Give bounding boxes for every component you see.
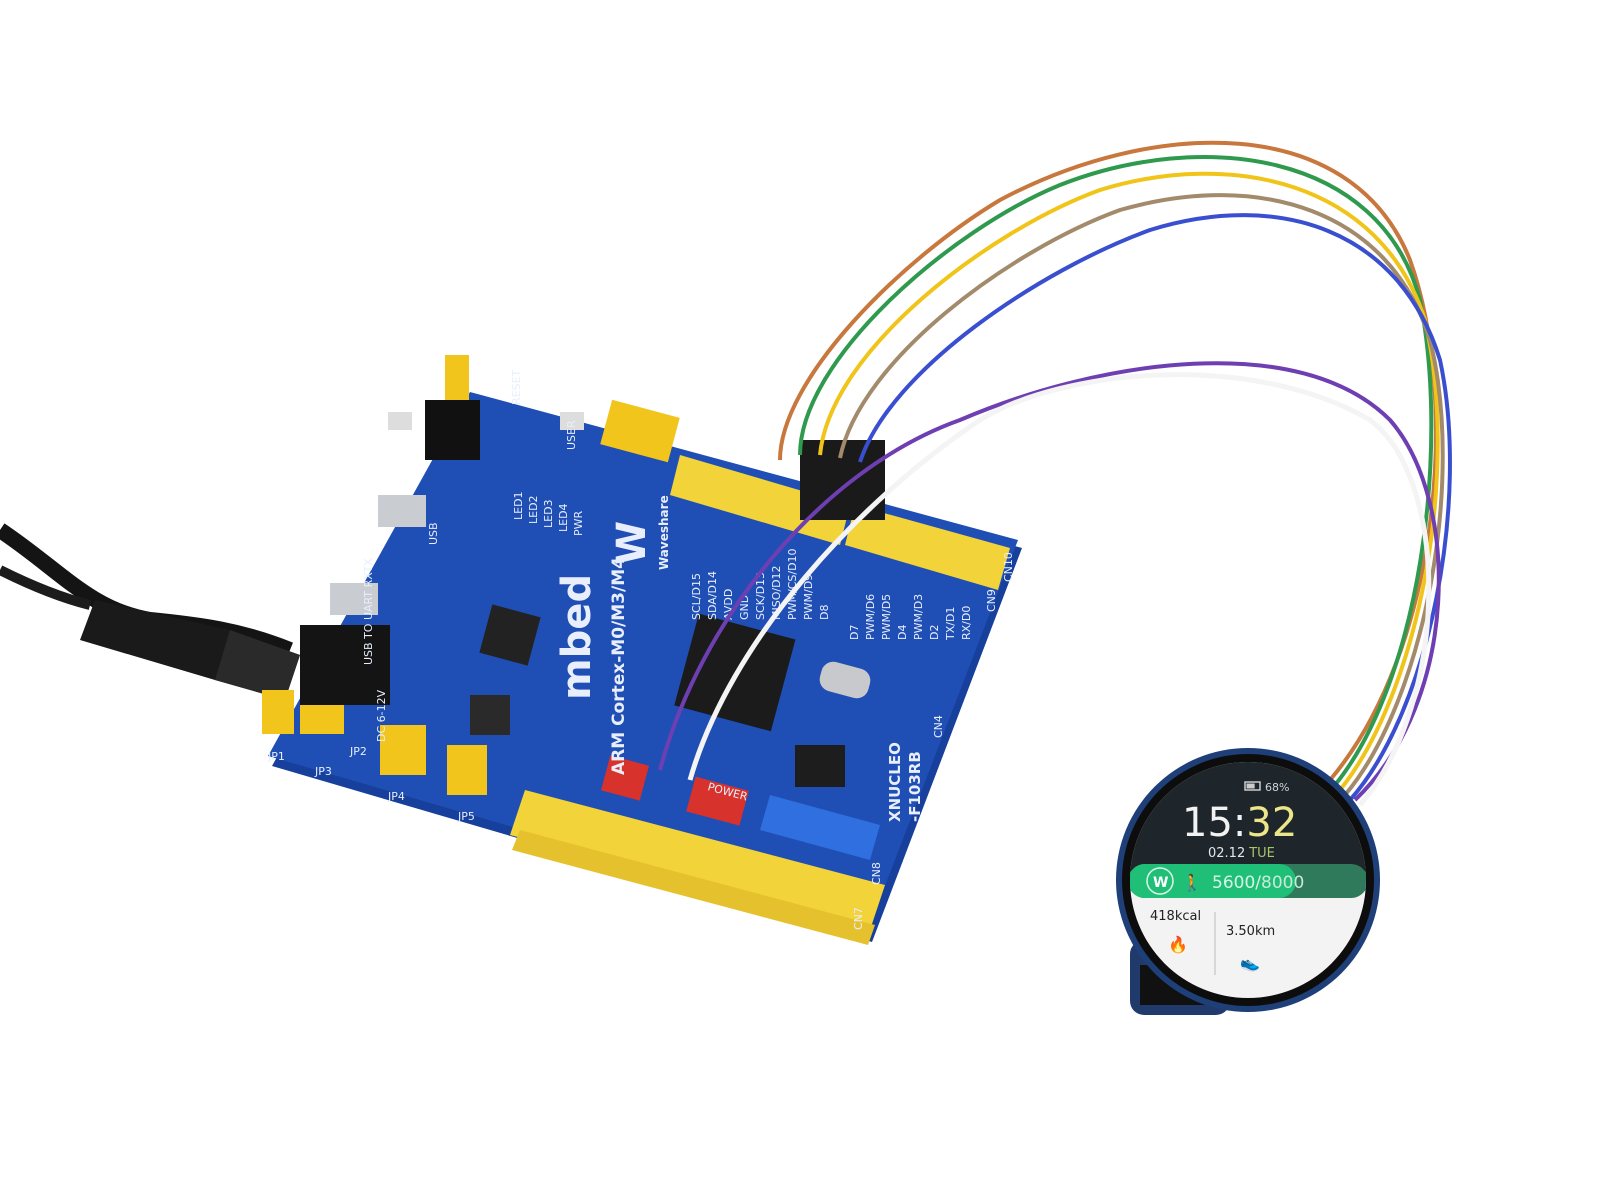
led-label: PWR xyxy=(572,510,585,536)
pin-label: TX/D1 xyxy=(944,607,957,641)
red-jumper xyxy=(601,755,649,801)
pin-label: D8 xyxy=(818,605,831,620)
jumper-label: JP3 xyxy=(314,765,332,778)
jumper-label: JP2 xyxy=(349,745,367,758)
pin-label: PWM/CS/D10 xyxy=(786,548,799,620)
uart-label: USB TO UART RXTX xyxy=(362,558,375,665)
connector-label: CN10 xyxy=(1002,552,1015,582)
regulator xyxy=(795,745,845,787)
connector-label: CN9 xyxy=(985,589,998,612)
connector-label: CN4 xyxy=(932,715,945,738)
pin-header-black xyxy=(425,400,480,460)
connector-label: CN7 xyxy=(852,907,865,930)
pin-label: D4 xyxy=(896,625,909,640)
power-cable xyxy=(0,523,300,700)
series-label: ARM Cortex-M0/M3/M4 xyxy=(609,557,629,775)
maker-label: Waveshare xyxy=(657,495,671,570)
connector-label: CN8 xyxy=(870,862,883,885)
wire xyxy=(687,372,1432,807)
dc-jack xyxy=(300,625,390,705)
waveshare-logo-icon: W xyxy=(1153,875,1168,891)
jumper-top xyxy=(445,355,469,400)
reset-label: RESET xyxy=(510,369,523,405)
wire xyxy=(798,155,1434,787)
jumper-jp4 xyxy=(380,725,426,775)
pin-label: D2 xyxy=(928,625,941,640)
user-label: USER xyxy=(565,420,578,450)
jumper-label: JP5 xyxy=(457,810,475,823)
pin-label: PWM/D5 xyxy=(880,594,893,640)
jumper-label: JP1 xyxy=(267,750,285,763)
led-label: LED1 xyxy=(512,491,525,520)
shoe-icon: 👟 xyxy=(1240,953,1260,972)
crystal xyxy=(819,661,871,699)
wire xyxy=(858,213,1452,802)
distance-value: 3.50km xyxy=(1226,924,1275,939)
calories-value: 418kcal xyxy=(1150,909,1201,924)
waveshare-logo-icon xyxy=(1146,867,1174,895)
battery-icon xyxy=(1244,781,1261,791)
jumper-jp1 xyxy=(262,690,294,734)
red-jumper xyxy=(686,776,749,826)
model-label: -F103RB xyxy=(906,751,924,822)
jumper-block xyxy=(600,399,680,463)
pin-label: SDA/D14 xyxy=(706,571,719,620)
waveshare-logo-icon: W xyxy=(609,521,655,565)
pin-label: PWM/D9 xyxy=(802,574,815,620)
dc-in-label: DC 6-12V xyxy=(375,689,388,742)
pin-label: PWM/D3 xyxy=(912,594,925,640)
header-cn9 xyxy=(845,505,1010,590)
pin-label: D7 xyxy=(848,625,861,640)
jumper-label: JP4 xyxy=(387,790,405,803)
pin-label: SCK/D13 xyxy=(754,572,767,620)
usb-port xyxy=(378,495,426,527)
user-button xyxy=(560,412,584,430)
header-blue xyxy=(760,795,880,860)
pin-label: RX/D0 xyxy=(960,606,973,640)
header-cn7 xyxy=(510,790,885,930)
flame-icon: 🔥 xyxy=(1168,935,1188,954)
walking-person-icon: 🚶 xyxy=(1182,873,1202,892)
jumper-wires xyxy=(658,140,1452,807)
jumper-jp5 xyxy=(447,745,487,795)
model-label: XNUCLEO xyxy=(886,742,904,822)
wire xyxy=(658,361,1441,802)
steps-count: 5600/8000 xyxy=(1212,873,1304,893)
battery-percent: 68% xyxy=(1265,781,1289,794)
regulator xyxy=(470,695,510,735)
chip xyxy=(479,604,541,666)
clock-time: 15:32 xyxy=(1182,800,1297,846)
led-label: LED4 xyxy=(557,503,570,532)
pin-label: SCL/D15 xyxy=(690,573,703,620)
usb-label: USB xyxy=(427,522,440,545)
led-label: LED2 xyxy=(527,495,540,524)
pin-label: PWM/D6 xyxy=(864,594,877,640)
mbed-logo: mbed xyxy=(554,574,600,700)
led-label: LED3 xyxy=(542,499,555,528)
reset-button xyxy=(388,412,412,430)
usb-uart-port xyxy=(330,583,378,615)
wire xyxy=(818,171,1440,792)
